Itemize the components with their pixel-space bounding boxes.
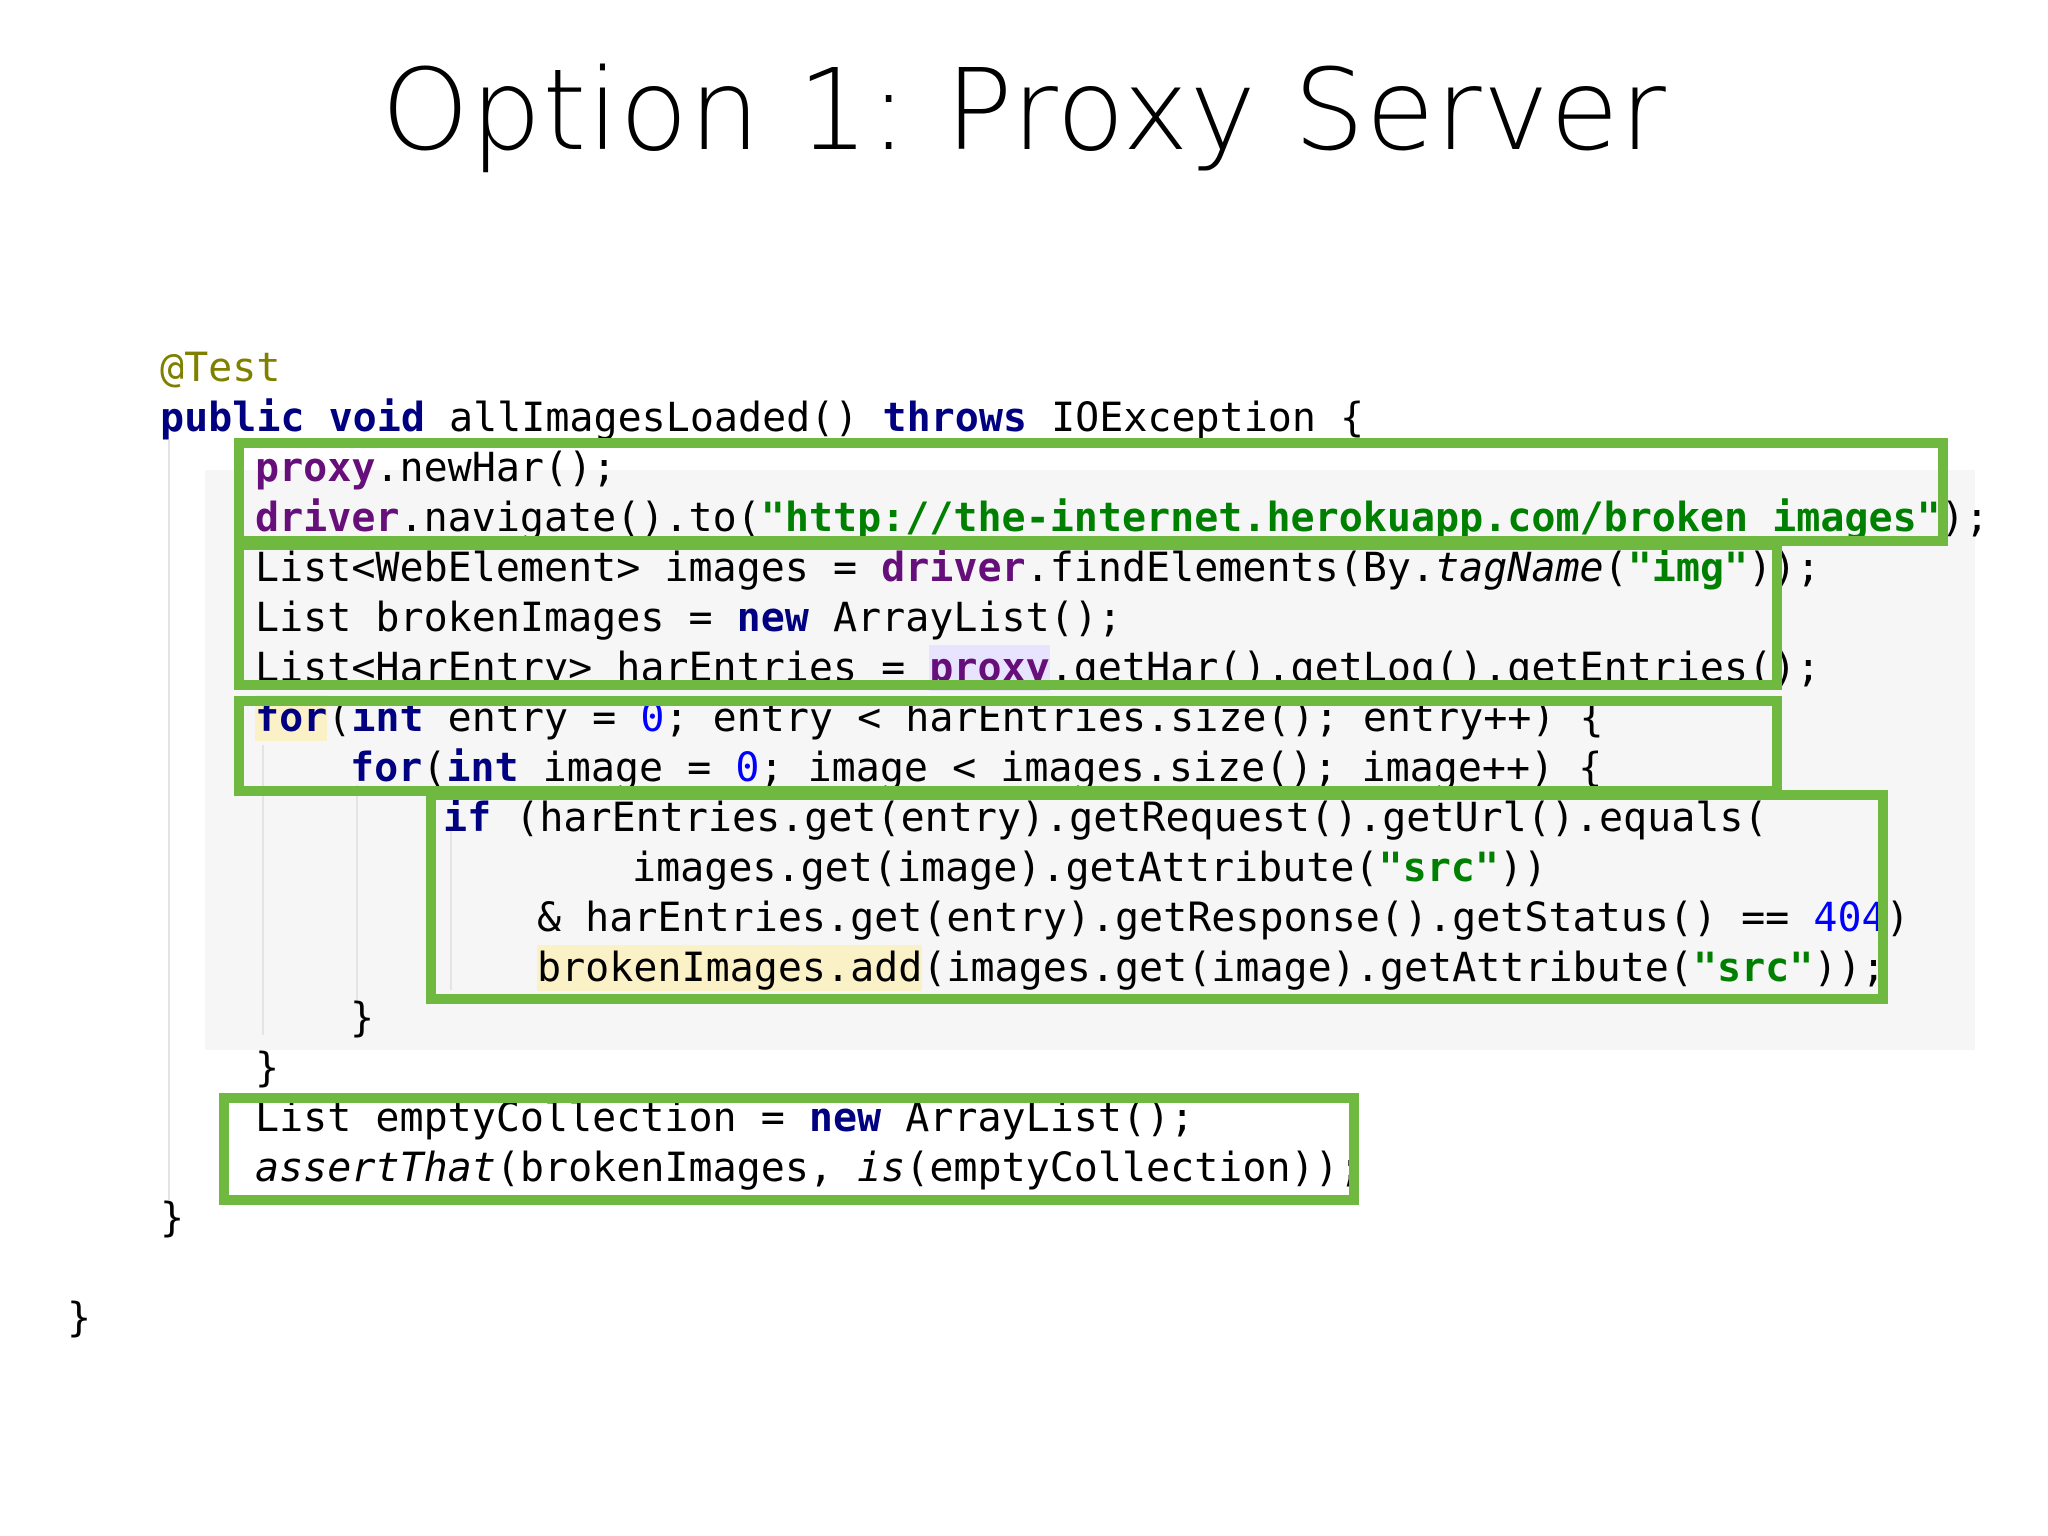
method-name: allImagesLoaded() [424,395,883,441]
static-method: is [857,1145,906,1191]
code-text: image = [518,745,736,791]
method-signature-line: public void allImagesLoaded() throws IOE… [160,393,1364,443]
code-text: ) [1885,895,1910,941]
code-text: (harEntries.get(entry).getRequest().getU… [491,795,1768,841]
inner-for-line: for(int image = 0; image < images.size()… [350,743,1602,793]
code-text: (emptyCollection)); [905,1145,1363,1191]
keyword: for [350,745,423,791]
keyword: if [443,795,492,841]
keyword: void [328,395,425,441]
code-text: ArrayList(); [808,595,1122,641]
class-close-brace: } [67,1295,92,1341]
code-text: List<WebElement> images = [255,545,882,591]
highlight-box-proxy-setup [234,438,1948,546]
if-line: if (harEntries.get(entry).getRequest().g… [443,793,1768,843]
code-text: & harEntries.get(entry).getResponse().ge… [537,895,1814,941]
highlight-box-check-status [426,790,1888,1004]
add-broken-line: brokenImages.add(images.get(image).getAt… [537,943,1886,993]
indent-guide [356,785,358,1005]
slide-title: Option 1: Proxy Server [381,46,1667,176]
highlighted-call: brokenImages.add [537,945,923,991]
keyword: public [160,395,305,441]
highlight-box-assertion [219,1093,1359,1205]
keyword: int [446,745,519,791]
indent-guide [450,830,452,990]
string-literal: "src" [1378,845,1499,891]
number-literal: 0 [735,745,760,791]
src-compare-line: images.get(image).getAttribute("src")) [632,843,1547,893]
status-check-line: & harEntries.get(entry).getResponse().ge… [537,893,1910,943]
string-literal: "img" [1627,545,1749,591]
code-text: (brokenImages, [495,1145,858,1191]
code-text: IOException { [1026,395,1365,441]
images-line: List<WebElement> images = driver.findEle… [255,543,1820,593]
field-ref: proxy [255,445,376,491]
code-text: ( [422,745,447,791]
code-text: ); [1940,495,1989,541]
string-literal: "src" [1692,945,1814,991]
code-text: )) [1498,845,1548,891]
code-text: )); [1748,545,1821,591]
assert-line: assertThat(brokenImages, is(emptyCollect… [255,1143,1363,1193]
method-close-brace: } [160,1195,185,1241]
number-literal: 404 [1813,895,1886,941]
indent-guide [262,745,264,1035]
inner-close-brace: } [350,995,375,1041]
code-text: (images.get(image).getAttribute( [922,945,1693,991]
code-text: ; image < images.size(); image++) { [759,745,1603,791]
indent-guide [168,440,170,1200]
code-text: .findElements(By. [1025,545,1436,591]
keyword: new [736,595,809,641]
field-ref: driver [255,495,400,541]
navigate-line: driver.navigate().to("http://the-interne… [255,493,1989,543]
static-method: tagName [1435,545,1604,591]
highlight-box-collect-data [234,540,1782,690]
code-text: )); [1813,945,1886,991]
code-text: ( [1603,545,1628,591]
code-text: List brokenImages = [255,595,737,641]
code-text: .navigate().to( [399,495,761,541]
static-method: assertThat [255,1145,496,1191]
keyword: throws [882,395,1027,441]
field-ref: driver [881,545,1026,591]
code-text: images.get(image).getAttribute( [632,845,1379,891]
test-annotation: @Test [160,345,281,391]
newhar-line: proxy.newHar(); [255,443,616,493]
code-text: .newHar(); [375,445,617,491]
broken-images-line: List brokenImages = new ArrayList(); [255,593,1122,643]
string-literal: "http://the-internet.herokuapp.com/broke… [760,495,1941,541]
outer-close-brace: } [255,1045,280,1091]
highlight-box-loops [234,696,1782,796]
code-background [205,470,1975,1050]
